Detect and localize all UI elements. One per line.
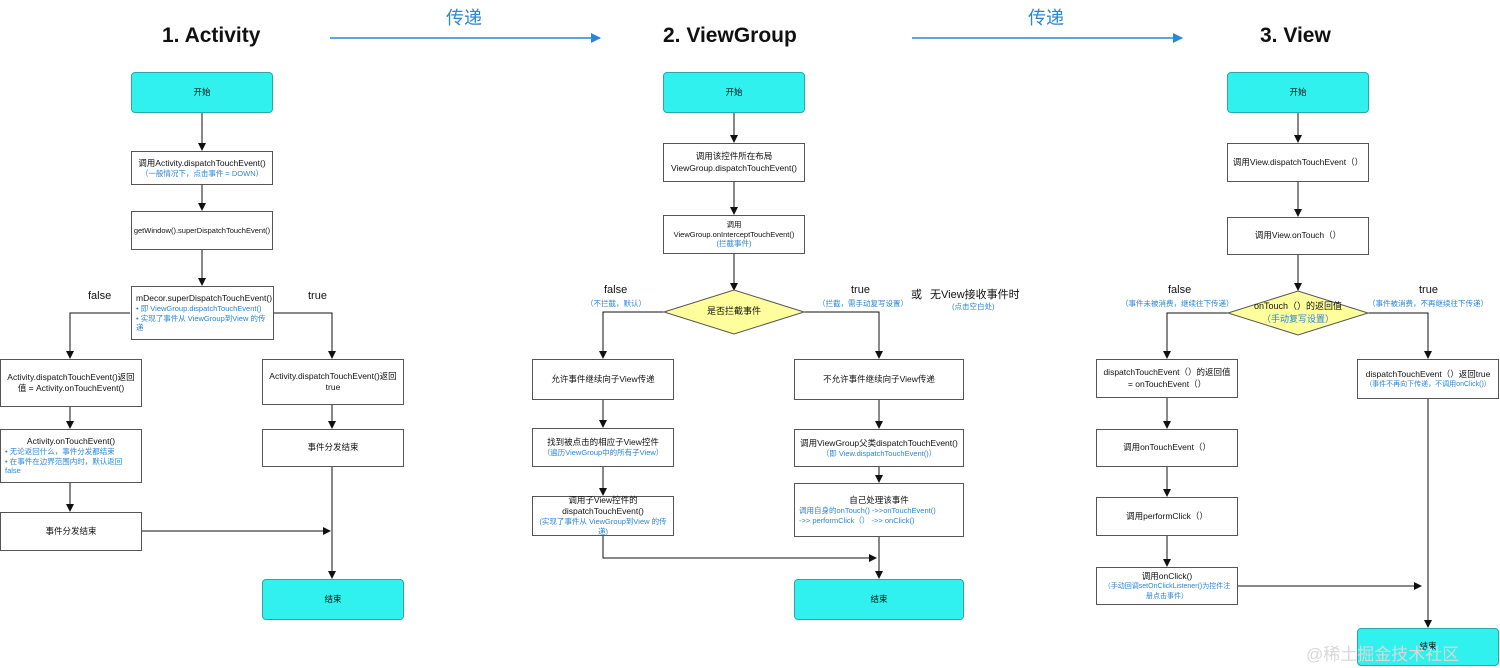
view-dispatch: 调用View.dispatchTouchEvent（） <box>1227 143 1369 182</box>
viewgroup-child-dispatch-text: 调用子View控件的dispatchTouchEvent() <box>562 495 644 517</box>
viewgroup-self-handle-text: 自己处理该事件 <box>849 494 909 505</box>
view-true-result-text: dispatchTouchEvent（）返回true <box>1365 368 1491 379</box>
view-onclick-text: 调用onClick() <box>1141 571 1193 582</box>
viewgroup-allow: 允许事件继续向子View传递 <box>532 359 674 400</box>
viewgroup-decision-text: 是否拦截事件 <box>706 306 761 316</box>
activity-ontouch-note-1: • 无论返回什么，事件分发都结束 <box>5 446 115 456</box>
viewgroup-self-handle: 自己处理该事件 调用自身的onTouch() ->>onTouchEvent()… <box>794 483 964 537</box>
viewgroup-self-handle-note-1: 调用自身的onTouch() ->>onTouchEvent() <box>799 505 936 515</box>
activity-end-left: 事件分发结束 <box>0 512 142 551</box>
viewgroup-start: 开始 <box>663 72 805 113</box>
heading-activity: 1. Activity <box>162 24 261 47</box>
pass-label-2: 传递 <box>1028 8 1064 28</box>
activity-return-true-text: Activity.dispatchTouchEvent()返回true <box>269 370 397 392</box>
view-onclick-note: （手动回调setOnClickListener()为控件注册点击事件） <box>1103 583 1231 600</box>
viewgroup-false-label: false <box>604 284 628 296</box>
viewgroup-true-label: true <box>851 284 870 296</box>
view-true-label: true <box>1419 284 1438 296</box>
edge-a-mdecor-false <box>66 312 130 359</box>
activity-ontouch-note-2: • 在事件在边界范围内时，默认返回false <box>5 456 123 476</box>
viewgroup-noview-note: (点击空白处) <box>952 302 995 311</box>
edge-v-decision-true <box>1368 312 1432 359</box>
activity-ontouch: Activity.onTouchEvent() • 无论返回什么，事件分发都结束… <box>0 429 142 483</box>
activity-dispatch-note: （一般情况下，点击事件 = DOWN） <box>140 168 264 178</box>
heading-viewgroup: 2. ViewGroup <box>663 24 797 47</box>
activity-final: 结束 <box>262 579 404 620</box>
edge-a-mdecor-true <box>274 312 336 359</box>
view-decision-note: （手动复写设置） <box>1261 314 1334 324</box>
view-false-note: （事件未被消费，继续往下传递） <box>1121 299 1234 308</box>
activity-mdecor-note-2: • 实现了事件从 ViewGroup到View 的传递 <box>136 313 266 333</box>
view-start: 开始 <box>1227 72 1369 113</box>
decision-intercept-shape <box>662 289 806 335</box>
viewgroup-intercept-note: (拦截事件) <box>716 239 752 249</box>
view-final: 结束 <box>1357 628 1499 666</box>
watermark: @稀土掘金技术社区 <box>1306 645 1460 664</box>
viewgroup-intercept-text: 调用ViewGroup.onInterceptTouchEvent() <box>673 219 795 239</box>
view-ontouchevent: 调用onTouchEvent（） <box>1096 429 1238 467</box>
pass-label-1: 传递 <box>446 8 482 28</box>
edge-g-decision-false <box>599 311 664 359</box>
viewgroup-find: 找到被点击的相应子View控件 （遍历ViewGroup中的所有子View） <box>532 428 674 467</box>
view-false-result: dispatchTouchEvent（）的返回值 = onTouchEvent（… <box>1096 359 1238 398</box>
viewgroup-intercept: 调用ViewGroup.onInterceptTouchEvent() (拦截事… <box>663 215 805 254</box>
activity-getwindow-text: getWindow().superDispatchTouchEvent() <box>133 225 271 235</box>
activity-return-value-text: Activity.dispatchTouchEvent()返回值 = Activ… <box>7 371 135 393</box>
activity-ontouch-text: Activity.onTouchEvent() <box>26 435 116 446</box>
view-performclick: 调用performClick（） <box>1096 497 1238 536</box>
activity-dispatch: 调用Activity.dispatchTouchEvent() （一般情况下，点… <box>131 151 273 185</box>
activity-getwindow: getWindow().superDispatchTouchEvent() <box>131 211 273 250</box>
view-ontouch-call: 调用View.onTouch（） <box>1227 217 1369 255</box>
viewgroup-child-dispatch-note: (实现了事件从 ViewGroup到View 的传递) <box>539 517 667 537</box>
edge-v-decision-false <box>1163 312 1228 359</box>
viewgroup-true-note: （拦截，需手动复写设置） <box>818 299 908 308</box>
viewgroup-find-note: （遍历ViewGroup中的所有子View） <box>542 448 664 458</box>
view-true-result: dispatchTouchEvent（）返回true （事件不再向下传递，不调用… <box>1357 359 1499 399</box>
view-true-note: （事件被消费，不再继续往下传递） <box>1368 299 1488 308</box>
activity-mdecor-text: mDecor.superDispatchTouchEvent() <box>136 292 273 303</box>
view-false-label: false <box>1168 284 1192 296</box>
view-onclick: 调用onClick() （手动回调setOnClickListener()为控件… <box>1096 567 1238 605</box>
activity-start: 开始 <box>131 72 273 113</box>
view-true-result-note: （事件不再向下传递，不调用onClick()） <box>1365 380 1491 388</box>
viewgroup-dispatch: 调用该控件所在布局ViewGroup.dispatchTouchEvent() <box>663 143 805 182</box>
edge-g-child-merge <box>602 536 877 562</box>
viewgroup-find-text: 找到被点击的相应子View控件 <box>547 437 659 448</box>
edge-g-decision-true <box>804 311 883 359</box>
viewgroup-false-note: （不拦截，默认） <box>586 299 646 308</box>
view-decision-text: onTouch（）的返回值 <box>1253 301 1343 311</box>
activity-mdecor-note-1: • 即 ViewGroup.dispatchTouchEvent() <box>136 303 262 313</box>
activity-return-true: Activity.dispatchTouchEvent()返回true <box>262 359 404 405</box>
viewgroup-dispatch-text: 调用该控件所在布局ViewGroup.dispatchTouchEvent() <box>671 151 797 173</box>
viewgroup-deny: 不允许事件继续向子View传递 <box>794 359 964 400</box>
viewgroup-child-dispatch: 调用子View控件的dispatchTouchEvent() (实现了事件从 V… <box>532 495 674 537</box>
viewgroup-parent-dispatch-note: （即 View.dispatchTouchEvent()） <box>821 448 937 458</box>
activity-true-label: true <box>308 290 327 302</box>
viewgroup-self-handle-note-2: ->> performClick（） ->> onClick() <box>799 515 915 525</box>
decision-ontouch-shape <box>1226 290 1370 336</box>
activity-dispatch-text: 调用Activity.dispatchTouchEvent() <box>138 157 266 168</box>
activity-return-value: Activity.dispatchTouchEvent()返回值 = Activ… <box>0 359 142 407</box>
viewgroup-noview-label: 无View接收事件时 <box>930 289 1020 301</box>
viewgroup-final: 结束 <box>794 579 964 620</box>
activity-false-label: false <box>88 290 112 302</box>
viewgroup-parent-dispatch-text: 调用ViewGroup父类dispatchTouchEvent() <box>800 437 958 448</box>
viewgroup-parent-dispatch: 调用ViewGroup父类dispatchTouchEvent() （即 Vie… <box>794 429 964 467</box>
viewgroup-or-label: 或 <box>911 289 922 301</box>
activity-end-right: 事件分发结束 <box>262 429 404 467</box>
activity-mdecor: mDecor.superDispatchTouchEvent() • 即 Vie… <box>131 286 274 340</box>
heading-view: 3. View <box>1260 24 1331 47</box>
